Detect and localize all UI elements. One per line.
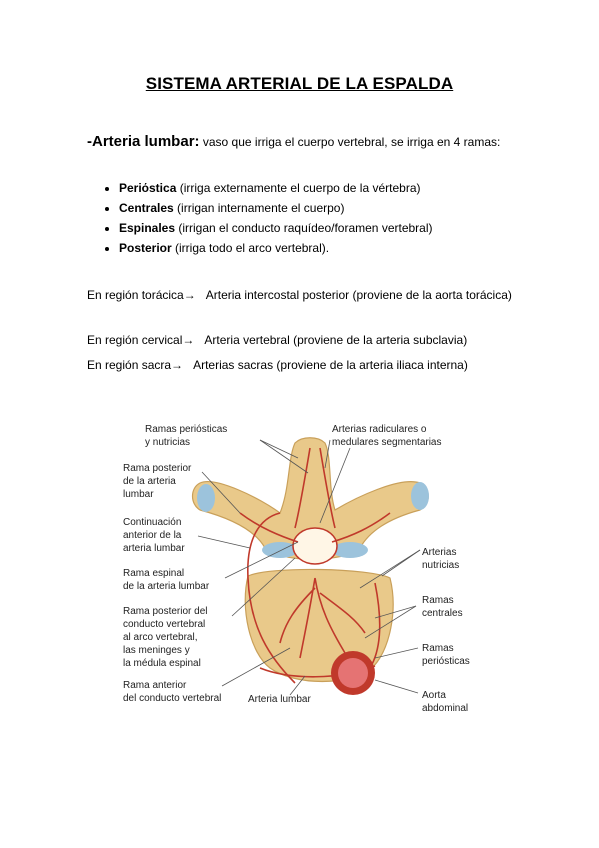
arrow-icon: → <box>171 358 184 372</box>
label-arteria-lumbar: Arteria lumbar <box>248 694 311 705</box>
label-periosticas-2: periósticas <box>422 656 470 667</box>
label-conducto-3: al arco vertebral, <box>123 632 197 643</box>
branch-item: Espinales (irrigan el conducto raquídeo/… <box>119 218 433 238</box>
label-rama-espinal: Rama espinal <box>123 568 184 579</box>
label-rama-espinal-2: de la arteria lumbar <box>123 581 210 592</box>
branch-name: Posterior <box>119 241 172 255</box>
branch-item: Posterior (irriga todo el arco vertebral… <box>119 238 433 258</box>
label-conducto-2: conducto vertebral <box>123 619 205 630</box>
pedicle-right <box>332 542 368 558</box>
region-name: En región torácica <box>87 288 184 302</box>
region-name: En región sacra <box>87 358 172 372</box>
branch-desc: (irriga todo el arco vertebral). <box>171 241 330 255</box>
label-continuacion-3: arteria lumbar <box>123 543 185 554</box>
label-conducto-4: las meninges y <box>123 645 190 656</box>
label-rama-anterior: Rama anterior <box>123 680 187 691</box>
label-centrales-2: centrales <box>422 608 463 619</box>
branch-list: Periόstica (irriga externamente el cuerp… <box>105 178 433 258</box>
region-thoracic: En región torácica→ Arteria intercostal … <box>87 285 515 305</box>
vertebra-artery-figure: Ramas periósticas y nutricias Arterias r… <box>120 418 480 718</box>
label-conducto-5: la médula espinal <box>123 658 201 669</box>
facet-right <box>411 482 429 510</box>
label-aorta: Aorta <box>422 690 446 701</box>
arrow-icon: → <box>183 288 196 302</box>
arrow-icon: → <box>182 333 195 347</box>
label-periosticas: Ramas <box>422 643 454 654</box>
intro-text: vaso que irriga el cuerpo vertebral, se … <box>199 135 501 149</box>
region-cervical: En región cervical→ Arteria vertebral (p… <box>87 330 515 350</box>
vertebral-foramen <box>292 527 338 565</box>
label-nutricias: Arterias <box>422 547 456 558</box>
region-sacral: En región sacra→ Arterias sacras (provie… <box>87 355 515 375</box>
label-radiculares-2: medulares segmentarias <box>332 437 442 448</box>
intro-term: -Arteria lumbar: <box>87 133 200 150</box>
branch-item: Centrales (irrigan internamente el cuerp… <box>119 198 433 218</box>
region-text: Arterias sacras (proviene de la arteria … <box>193 358 468 372</box>
artery-network <box>239 447 391 684</box>
label-ramas-periosticas-top: Ramas periósticas <box>145 424 227 435</box>
label-continuacion-2: anterior de la <box>123 530 182 541</box>
branch-desc: (irriga externamente el cuerpo de la vér… <box>176 181 421 195</box>
label-rama-posterior-3: lumbar <box>123 489 154 500</box>
label-radiculares: Arterias radiculares o <box>332 424 427 435</box>
branch-desc: (irrigan internamente el cuerpo) <box>173 201 345 215</box>
leader-lines <box>197 439 421 696</box>
branch-name: Periόstica <box>119 181 177 195</box>
page-title: SISTEMA ARTERIAL DE LA ESPALDA <box>145 74 454 93</box>
label-rama-posterior-2: de la arteria <box>123 476 176 487</box>
aorta-lumen <box>338 658 368 688</box>
branch-name: Centrales <box>119 201 174 215</box>
region-name: En región cervical <box>87 333 183 347</box>
intro-paragraph: -Arteria lumbar: vaso que irriga el cuer… <box>87 132 515 152</box>
label-rama-posterior: Rama posterior <box>123 463 192 474</box>
label-nutricias-2: nutricias <box>422 560 459 571</box>
vertebra-diagram: Ramas periósticas y nutricias Arterias r… <box>123 424 470 714</box>
label-ramas-periosticas-top-2: y nutricias <box>145 437 190 448</box>
label-aorta-2: abdominal <box>422 703 468 714</box>
label-centrales: Ramas <box>422 595 454 606</box>
branch-desc: (irrigan el conducto raquídeo/foramen ve… <box>175 221 433 235</box>
region-text: Arteria vertebral (proviene de la arteri… <box>204 333 468 347</box>
label-conducto: Rama posterior del <box>123 606 207 617</box>
label-rama-anterior-2: del conducto vertebral <box>123 693 221 704</box>
facet-left <box>197 484 215 512</box>
branch-name: Espinales <box>119 221 176 235</box>
region-text: Arteria intercostal posterior (proviene … <box>205 288 512 302</box>
branch-item: Periόstica (irriga externamente el cuerp… <box>119 178 433 198</box>
label-continuacion: Continuación <box>123 517 181 528</box>
